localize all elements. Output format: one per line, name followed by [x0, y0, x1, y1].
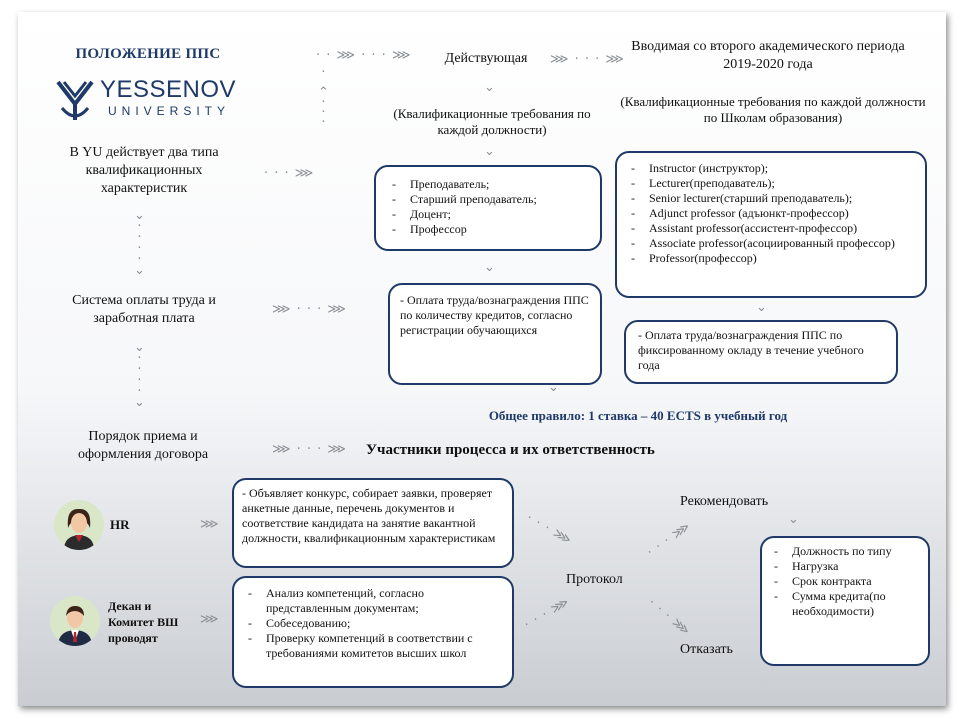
connector-arrow: · · · ⋙	[645, 595, 694, 640]
connector-arrow: · · · ⋙	[523, 510, 575, 549]
current-pay-box: - Оплата труда/вознаграждения ППС по кол…	[388, 283, 602, 385]
new-positions-box: Instructor (инструктор); Lecturer(препод…	[615, 151, 927, 298]
recommend-label: Рекомендовать	[680, 494, 769, 509]
participants-title: Участники процесса и их ответственность	[366, 442, 655, 458]
hr-label: HR	[110, 517, 130, 532]
connector-arrow: · · · ⋙	[644, 518, 695, 561]
connector-arrow: ⋙	[200, 612, 220, 627]
dean-label: Декан и Комитет ВШ проводят	[108, 599, 179, 645]
list-item: Должность по типу	[766, 544, 924, 559]
connector-arrow: ⋙ · · · ⋙	[272, 302, 347, 317]
current-positions-list: Преподаватель; Старший преподаватель; До…	[384, 177, 592, 237]
logo-emblem-icon	[56, 80, 94, 120]
list-item: Нагрузка	[766, 559, 924, 574]
new-pay-box: - Оплата труда/вознаграждения ППС по фик…	[624, 320, 898, 384]
list-item: Анализ компетенций, согласно представлен…	[240, 586, 506, 616]
list-item: Старший преподаватель;	[384, 192, 592, 207]
list-item: Lecturer(преподаватель);	[623, 176, 919, 191]
list-item: Собеседованию;	[240, 616, 506, 631]
connector-arrow: · · · ⋙	[521, 594, 573, 633]
slide: ПОЛОЖЕНИЕ ППС YESSENOV UNIVERSITY В YU д…	[18, 12, 946, 706]
current-pay-text: - Оплата труда/вознаграждения ППС по кол…	[400, 293, 589, 337]
connector-arrow: ⋙	[200, 517, 220, 532]
hr-duty-box: - Объявляет конкурс, собирает заявки, пр…	[232, 478, 514, 568]
connector-arrow: ⌄	[484, 144, 496, 159]
list-item: Профессор	[384, 222, 592, 237]
connector-arrow: ⌄	[484, 80, 496, 95]
connector-arrow: ⌄	[484, 260, 496, 275]
connector-arrow: ⌄····⌄	[134, 208, 146, 278]
new-req: (Квалификационные требования по каждой д…	[620, 94, 926, 125]
current-positions-box: Преподаватель; Старший преподаватель; До…	[374, 165, 602, 251]
list-item: Associate professor(асоциированный профе…	[623, 236, 919, 251]
new-pay-text: - Оплата труда/вознаграждения ППС по фик…	[638, 328, 864, 372]
connector-arrow: ⌄	[756, 300, 768, 315]
connector-arrow: · · · ⋙	[264, 166, 315, 181]
university-logo: YESSENOV UNIVERSITY	[56, 76, 236, 126]
list-item: Instructor (инструктор);	[623, 161, 919, 176]
list-item: Senior lecturer(старший преподаватель);	[623, 191, 919, 206]
current-title: Действующая	[444, 51, 528, 66]
dean-duty-list: Анализ компетенций, согласно представлен…	[240, 586, 506, 661]
logo-wordmark: YESSENOV	[100, 76, 237, 103]
list-item: Assistant professor(ассистент-профессор)	[623, 221, 919, 236]
general-rule: Общее правило: 1 ставка – 40 ECTS в учеб…	[488, 408, 788, 423]
connector-arrow: ⌄····⌄	[134, 340, 146, 410]
new-positions-list: Instructor (инструктор); Lecturer(препод…	[623, 161, 919, 266]
protocol-label: Протокол	[566, 572, 623, 587]
current-req: (Квалификационные требования по каждой д…	[393, 106, 591, 137]
connector-arrow: ⌄	[788, 512, 800, 527]
list-item: Преподаватель;	[384, 177, 592, 192]
contract-order-label: Порядок приема и оформления договора	[77, 429, 209, 462]
list-item: Проверку компетенций в соответствии с тр…	[240, 631, 506, 661]
hr-duty-text: - Объявляет конкурс, собирает заявки, пр…	[242, 486, 496, 545]
list-item: Доцент;	[384, 207, 592, 222]
connector-arrow: · · ⋙ · · · ⋙	[316, 48, 412, 63]
woman-avatar-icon	[54, 500, 104, 550]
connector-arrow: ⋙ · · · ⋙	[550, 52, 625, 67]
man-avatar-icon	[50, 596, 100, 646]
logo-subtitle: UNIVERSITY	[108, 104, 231, 118]
reject-label: Отказать	[680, 642, 733, 657]
pay-system-label: Система оплаты труда и заработная плата	[72, 293, 216, 326]
types-label: В YU действует два типа квалификационных…	[69, 145, 219, 196]
connector-arrow: ·⌃···	[318, 65, 330, 130]
list-item: Adjunct professor (адъюнкт-профессор)	[623, 206, 919, 221]
outcome-list: Должность по типу Нагрузка Срок контракт…	[766, 544, 924, 619]
list-item: Professor(профессор)	[623, 251, 919, 266]
list-item: Сумма кредита(по необходимости)	[766, 589, 924, 619]
new-title: Вводимая со второго академического перио…	[631, 39, 905, 72]
outcome-box: Должность по типу Нагрузка Срок контракт…	[760, 536, 930, 666]
list-item: Срок контракта	[766, 574, 924, 589]
dean-duty-box: Анализ компетенций, согласно представлен…	[232, 576, 514, 688]
connector-arrow: ⌄	[548, 380, 560, 395]
page-title: ПОЛОЖЕНИЕ ППС	[75, 46, 221, 62]
connector-arrow: ⋙ · · · ⋙	[272, 442, 347, 457]
